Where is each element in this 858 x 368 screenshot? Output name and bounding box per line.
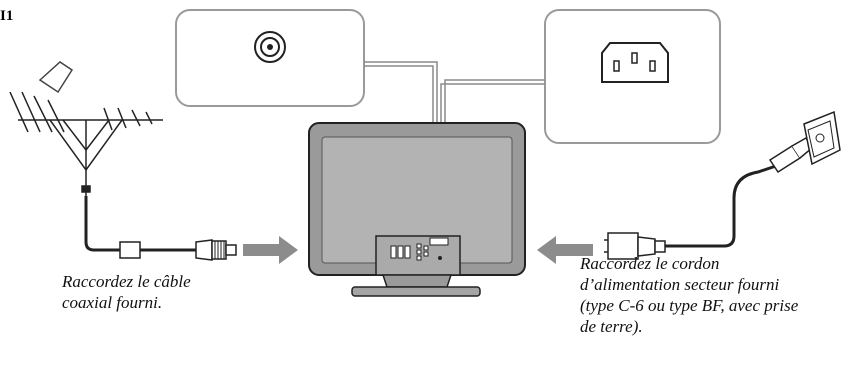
power-caption-line: Raccordez le cordon [580, 254, 720, 273]
coaxial-jack-icon [254, 31, 286, 63]
coaxial-input-callout [175, 9, 365, 107]
antenna-icon [9, 61, 163, 196]
ac-input-callout [544, 9, 721, 144]
wall-outlet-icon [803, 110, 841, 166]
tv-connector-panel [390, 237, 449, 261]
power-caption: Raccordez le cordon d’alimentation secte… [580, 253, 798, 337]
tv-rear-view [308, 122, 526, 297]
power-caption-line: d’alimentation secteur fourni [580, 275, 780, 294]
iec-power-socket-icon [601, 42, 669, 83]
iec-connector-plug-icon [604, 232, 666, 260]
arrow-right-icon [243, 236, 298, 264]
arrow-left-icon [537, 236, 593, 264]
coaxial-plug-icon [195, 239, 237, 261]
power-cord [604, 110, 841, 260]
antenna-caption: Raccordez le câble coaxial fourni. [62, 271, 191, 313]
power-caption-line: de terre). [580, 317, 643, 336]
tv-stand [351, 274, 481, 297]
antenna-caption-line: Raccordez le câble [62, 272, 191, 291]
coaxial-cable [84, 196, 237, 261]
antenna-caption-line: coaxial fourni. [62, 293, 163, 312]
figure-label: I1 [0, 8, 14, 24]
wall-plug-icon [768, 136, 813, 174]
power-caption-line: (type C-6 ou type BF, avec prise [580, 296, 799, 315]
